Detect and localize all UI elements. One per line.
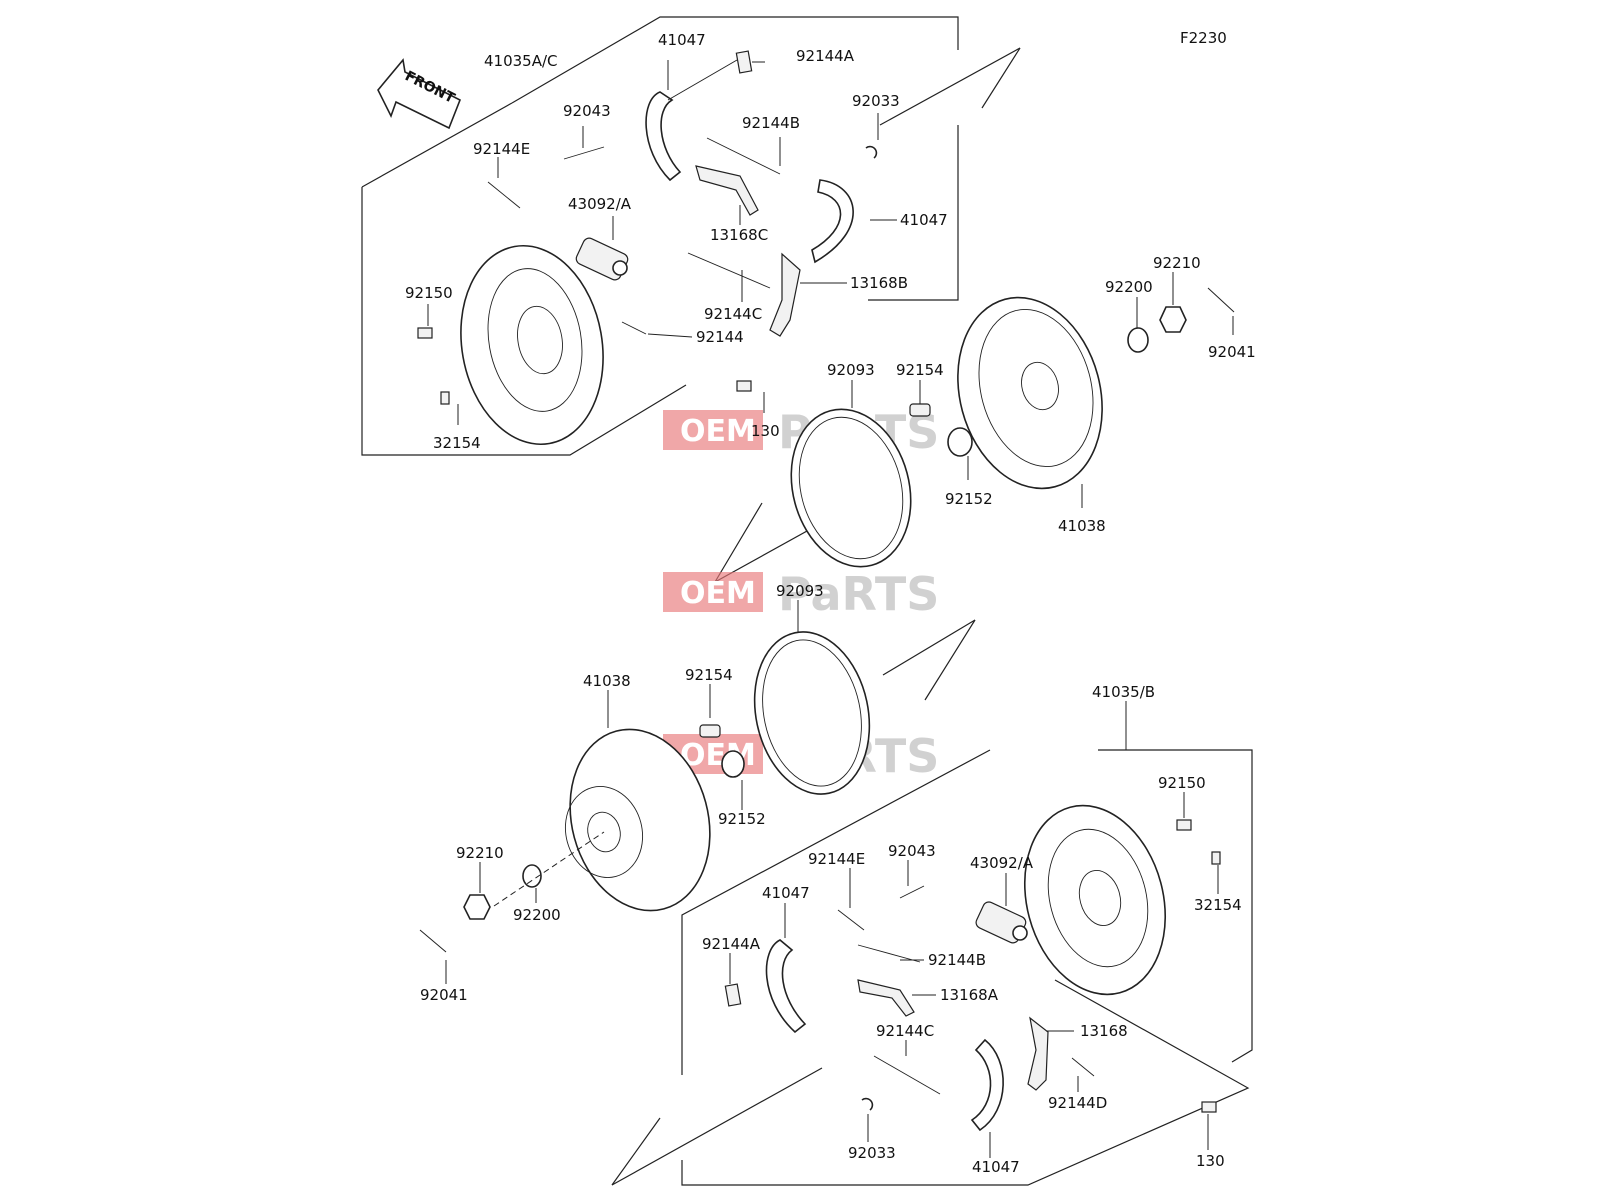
upper-small-fasteners	[417, 50, 878, 405]
lower-drum	[564, 728, 711, 912]
upper-assembly-frame	[361, 16, 1021, 456]
upper-brake-panel	[460, 244, 604, 446]
label-92210-top: 92210	[1153, 254, 1201, 272]
upper-brake-shoe-rear	[811, 179, 854, 264]
lower-springs	[837, 885, 1095, 1095]
label-92144a-bottom: 92144A	[702, 935, 761, 953]
upper-brake-shoe-front	[645, 60, 682, 182]
label-13168: 13168	[1080, 1022, 1128, 1040]
label-92033-bottom: 92033	[848, 1144, 896, 1162]
label-92033-top: 92033	[852, 92, 900, 110]
label-92041-top: 92041	[1208, 343, 1256, 361]
figure-code: F2230	[1180, 29, 1227, 47]
label-13168c: 13168C	[710, 226, 768, 244]
svg-text:OEM: OEM	[680, 414, 756, 449]
label-92144a-top: 92144A	[796, 47, 855, 65]
label-92150-bottom: 92150	[1158, 774, 1206, 792]
leader-lines	[427, 61, 1234, 1158]
label-92144b-top: 92144B	[742, 114, 800, 132]
label-92144d: 92144D	[1048, 1094, 1107, 1112]
label-92210-bottom: 92210	[456, 844, 504, 862]
upper-wheel-cylinder	[575, 237, 629, 281]
label-92093-mid: 92093	[776, 582, 824, 600]
label-92043-top: 92043	[563, 102, 611, 120]
label-92144e-top: 92144E	[473, 140, 530, 158]
upper-drum	[957, 296, 1103, 490]
label-92144e-bottom: 92144E	[808, 850, 865, 868]
label-92150-top: 92150	[405, 284, 453, 302]
label-92144b-bottom: 92144B	[928, 951, 986, 969]
label-92144c-bottom: 92144C	[876, 1022, 934, 1040]
label-92152-top: 92152	[945, 490, 993, 508]
lower-small-fasteners	[724, 819, 1221, 1113]
lower-seal-ring	[753, 631, 871, 795]
label-92043-bottom: 92043	[888, 842, 936, 860]
lower-levers	[857, 979, 1049, 1091]
label-92200-top: 92200	[1105, 278, 1153, 296]
lower-hub-parts	[419, 724, 745, 953]
label-13168b: 13168B	[850, 274, 908, 292]
svg-text:PaRTS: PaRTS	[778, 567, 939, 621]
label-130-top: 130	[751, 422, 780, 440]
label-92154-bottom: 92154	[685, 666, 733, 684]
label-41038-top: 41038	[1058, 517, 1106, 535]
lower-wheel-cylinder	[975, 901, 1028, 944]
label-92154-top: 92154	[896, 361, 944, 379]
lower-brake-panel	[1023, 804, 1167, 996]
label-41038-bottom: 41038	[583, 672, 631, 690]
svg-text:OEM: OEM	[680, 576, 756, 611]
label-41047-bottom: 41047	[762, 884, 810, 902]
lower-brake-shoe-rear	[970, 1038, 1004, 1132]
label-41035b: 41035/B	[1092, 683, 1155, 701]
lower-brake-shoe-front	[765, 939, 807, 1034]
upper-seal-ring	[790, 408, 912, 568]
label-41047-top: 41047	[658, 31, 706, 49]
upper-lever-b	[769, 252, 801, 337]
label-13168a: 13168A	[940, 986, 999, 1004]
upper-hub-parts	[909, 287, 1235, 457]
label-92152-bottom: 92152	[718, 810, 766, 828]
front-arrow-icon: FRONT	[377, 58, 462, 130]
label-32154-top: 32154	[433, 434, 481, 452]
label-92093-top: 92093	[827, 361, 875, 379]
label-92200-bottom: 92200	[513, 906, 561, 924]
label-41035ac: 41035A/C	[484, 52, 558, 70]
label-43092-top: 43092/A	[568, 195, 632, 213]
label-41047-top-2: 41047	[900, 211, 948, 229]
label-41047-bottom-2: 41047	[972, 1158, 1020, 1176]
label-43092-bottom: 43092/A	[970, 854, 1034, 872]
label-92144-top: 92144	[696, 328, 744, 346]
lower-assembly-frame	[611, 749, 1253, 1186]
upper-springs	[487, 59, 781, 335]
label-130-bottom: 130	[1196, 1152, 1225, 1170]
upper-lever	[695, 165, 759, 216]
label-92144c-top: 92144C	[704, 305, 762, 323]
label-32154-bottom: 32154	[1194, 896, 1242, 914]
label-92041-bottom: 92041	[420, 986, 468, 1004]
